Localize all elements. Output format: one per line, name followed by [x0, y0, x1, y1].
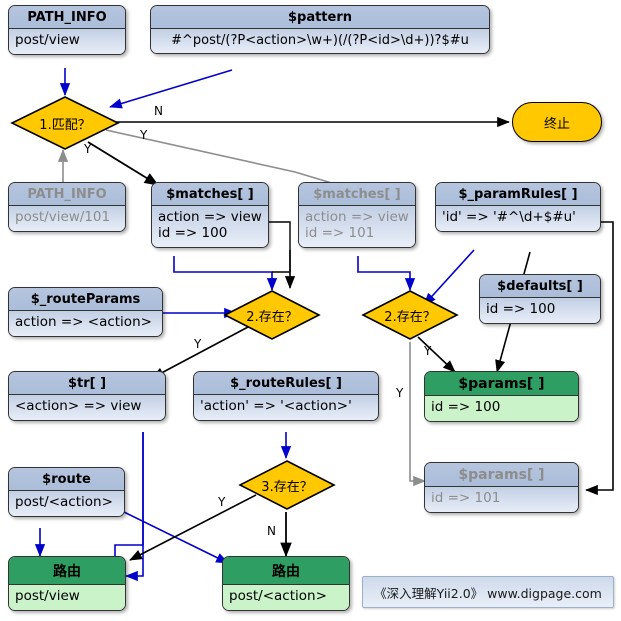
diamond-shape: [223, 290, 321, 340]
edge-label-decision1-yes-grey: Y: [140, 128, 148, 142]
node-decision-exists-c-label: 3.存在？: [261, 479, 313, 495]
node-path-info-top-header: PATH_INFO: [9, 6, 125, 29]
node-params-ghost-header: $params[ ]: [425, 463, 578, 487]
node-matches-b-body: action => view id => 101: [299, 206, 415, 247]
node-result-right-body: post/<action>: [223, 585, 349, 610]
node-defaults: $defaults[ ] id => 100: [479, 274, 601, 324]
diamond-shape: [10, 96, 120, 150]
node-decision-exists-a-label: 2.存在？: [246, 309, 298, 325]
node-route-rules: $_routeRules[ ] 'action' => '<action>': [193, 371, 379, 421]
node-params-green-body: id => 100: [425, 396, 578, 421]
node-matches-a-line1: action => view: [158, 209, 262, 225]
node-path-info-top-body: post/view: [9, 29, 125, 54]
node-decision-match-label: 1.匹配？: [39, 117, 91, 133]
node-defaults-header: $defaults[ ]: [480, 275, 600, 298]
edge-label-decision2b-yes-down: Y: [396, 386, 404, 400]
node-decision-exists-b-label: 2.存在？: [384, 309, 436, 325]
node-path-info-ghost-header: PATH_INFO: [9, 183, 125, 206]
node-terminate: 终止: [512, 102, 602, 142]
node-result-left-header: 路由: [9, 557, 125, 585]
node-matches-b: $matches[ ] action => view id => 101: [298, 182, 416, 248]
node-route-rules-body: 'action' => '<action>': [194, 395, 378, 420]
node-route-params: $_routeParams action => <action>: [8, 287, 163, 337]
node-matches-b-line1: action => view: [305, 209, 409, 225]
edge-label-decision3-yes: Y: [218, 495, 226, 509]
node-params-green: $params[ ] id => 100: [424, 371, 579, 422]
node-matches-a-header: $matches[ ]: [152, 183, 268, 206]
edge-label-decision2a-yes: Y: [194, 337, 202, 351]
node-path-info-top: PATH_INFO post/view: [8, 5, 126, 55]
node-matches-a-body: action => view id => 100: [152, 206, 268, 247]
edge-label-decision1-yes-black: Y: [84, 142, 92, 156]
node-matches-b-header: $matches[ ]: [299, 183, 415, 206]
node-route-rules-header: $_routeRules[ ]: [194, 372, 378, 395]
footer-watermark: 《深入理解Yii2.0》 www.digpage.com: [362, 576, 614, 608]
node-route-header: $route: [9, 468, 124, 491]
node-decision-exists-a: 2.存在？: [223, 289, 321, 341]
node-path-info-ghost-body: post/view/101: [9, 206, 125, 231]
node-result-left-body: post/view: [9, 585, 125, 610]
node-params-ghost-body: id => 101: [425, 487, 578, 512]
node-param-rules-body: 'id' => '#^\d+$#u': [436, 206, 600, 231]
node-param-rules: $_paramRules[ ] 'id' => '#^\d+$#u': [435, 182, 601, 232]
node-result-right: 路由 post/<action>: [222, 556, 350, 611]
node-matches-a: $matches[ ] action => view id => 100: [151, 182, 269, 248]
node-matches-b-line2: id => 101: [305, 224, 375, 241]
node-matches-a-line2: id => 100: [158, 224, 228, 241]
node-decision-exists-b: 2.存在？: [361, 289, 459, 341]
node-tr-header: $tr[ ]: [9, 372, 165, 395]
node-pattern-body: #^post/(?P<action>\w+)(/(?P<id>\d+))?$#u: [151, 29, 489, 54]
edge-label-decision3-no: N: [267, 524, 276, 538]
node-params-green-header: $params[ ]: [425, 372, 578, 396]
node-tr: $tr[ ] <action> => view: [8, 371, 166, 421]
node-path-info-ghost: PATH_INFO post/view/101: [8, 182, 126, 232]
node-params-ghost: $params[ ] id => 101: [424, 462, 579, 513]
node-param-rules-header: $_paramRules[ ]: [436, 183, 600, 206]
edge-label-decision2b-yes-right: Y: [424, 344, 432, 358]
node-decision-exists-c: 3.存在？: [238, 459, 336, 511]
node-pattern: $pattern #^post/(?P<action>\w+)(/(?P<id>…: [150, 5, 490, 55]
node-terminate-label: 终止: [543, 116, 570, 132]
node-decision-match: 1.匹配？: [10, 95, 120, 151]
node-route-body: post/<action>: [9, 491, 124, 516]
node-defaults-body: id => 100: [480, 298, 600, 323]
node-route-params-body: action => <action>: [9, 311, 162, 336]
node-result-left: 路由 post/view: [8, 556, 126, 611]
diamond-shape: [238, 460, 336, 510]
node-tr-body: <action> => view: [9, 395, 165, 420]
node-pattern-header: $pattern: [151, 6, 489, 29]
node-result-right-header: 路由: [223, 557, 349, 585]
node-route-params-header: $_routeParams: [9, 288, 162, 311]
edge-label-decision1-no: N: [154, 104, 163, 118]
node-route: $route post/<action>: [8, 467, 125, 517]
footer-watermark-text: 《深入理解Yii2.0》 www.digpage.com: [374, 585, 602, 601]
